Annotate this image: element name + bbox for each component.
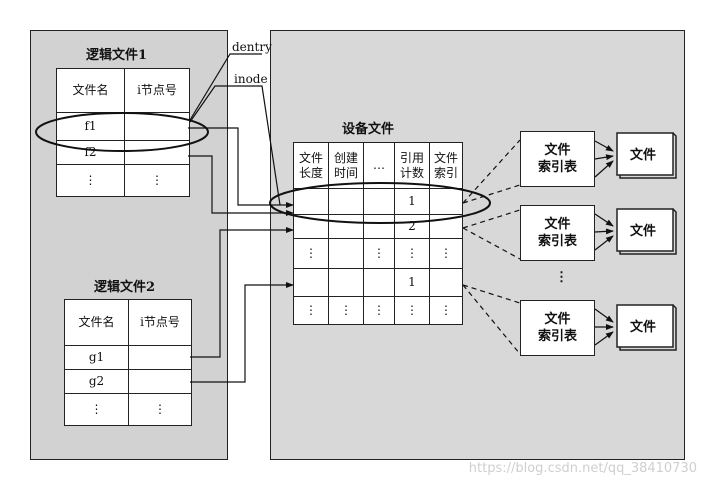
header-ref-count: 引用 计数: [394, 142, 430, 189]
cell: ⋮: [363, 296, 395, 325]
inode-label: inode: [234, 72, 268, 86]
logical-file-2-table: 文件名 i节点号 g1 g2 ⋮ ⋮: [64, 299, 192, 426]
document-icon: [616, 304, 677, 351]
row-inode: [128, 369, 192, 394]
cell: [293, 188, 329, 215]
cell: [363, 188, 395, 215]
file-label: 文件: [629, 319, 656, 335]
cell: [429, 268, 463, 297]
row-name: f1: [56, 112, 125, 141]
device-file-title: 设备文件: [342, 122, 395, 137]
header-inode-number: i节点号: [124, 68, 190, 113]
dentry-label: dentry: [232, 40, 272, 54]
watermark: https://blog.csdn.net/qq_38410730: [468, 461, 697, 476]
row-name: f2: [56, 140, 125, 165]
cell: ⋮: [363, 238, 395, 269]
cell: [293, 214, 329, 239]
cell: [328, 238, 364, 269]
file-document-3: 文件: [613, 303, 679, 351]
row-name: ⋮: [56, 164, 125, 197]
row-name: ⋮: [64, 393, 129, 426]
cell: 1: [394, 268, 430, 297]
row-inode: [124, 112, 190, 141]
logical-file-2-title: 逻辑文件2: [94, 280, 156, 295]
cell: ⋮: [328, 296, 364, 325]
row-inode: [124, 140, 190, 165]
cell: [328, 268, 364, 297]
cell: [363, 268, 395, 297]
device-table: 文件 长度 创建 时间 … 引用 计数 文件 索引 1 2 ⋮ ⋮ ⋮ ⋮: [293, 142, 463, 325]
file-index-table-2: 文件 索引表: [520, 205, 595, 261]
document-icon: [616, 132, 677, 179]
header-create-time: 创建 时间: [328, 142, 364, 189]
cell: [328, 188, 364, 215]
logical-file-1-table: 文件名 i节点号 f1 f2 ⋮ ⋮: [56, 68, 190, 197]
row-name: g2: [64, 369, 129, 394]
file-document-1: 文件: [613, 131, 679, 179]
cell: [429, 188, 463, 215]
cell: [429, 214, 463, 239]
row-name: g1: [64, 345, 129, 370]
row-inode: [128, 345, 192, 370]
row-inode: ⋮: [124, 164, 190, 197]
index-tables-more-dots: ⋮: [555, 270, 568, 285]
logical-file-1-title: 逻辑文件1: [86, 48, 148, 63]
file-document-2: 文件: [613, 207, 679, 255]
file-label: 文件: [629, 147, 656, 163]
cell: [328, 214, 364, 239]
file-index-table-1: 文件 索引表: [520, 131, 595, 187]
header-ellipsis: …: [363, 142, 395, 189]
cell: ⋮: [293, 296, 329, 325]
row-inode: ⋮: [128, 393, 192, 426]
file-label: 文件: [629, 223, 656, 239]
cell: 2: [394, 214, 430, 239]
cell: ⋮: [429, 296, 463, 325]
cell: 1: [394, 188, 430, 215]
cell: [293, 268, 329, 297]
document-icon: [616, 208, 677, 255]
header-filename: 文件名: [56, 68, 125, 113]
header-file-index: 文件 索引: [429, 142, 463, 189]
file-index-table-3: 文件 索引表: [520, 300, 595, 356]
header-filename: 文件名: [64, 299, 129, 346]
header-file-length: 文件 长度: [293, 142, 329, 189]
cell: ⋮: [293, 238, 329, 269]
header-inode-number: i节点号: [128, 299, 192, 346]
cell: [363, 214, 395, 239]
cell: ⋮: [394, 238, 430, 269]
cell: ⋮: [394, 296, 430, 325]
cell: ⋮: [429, 238, 463, 269]
